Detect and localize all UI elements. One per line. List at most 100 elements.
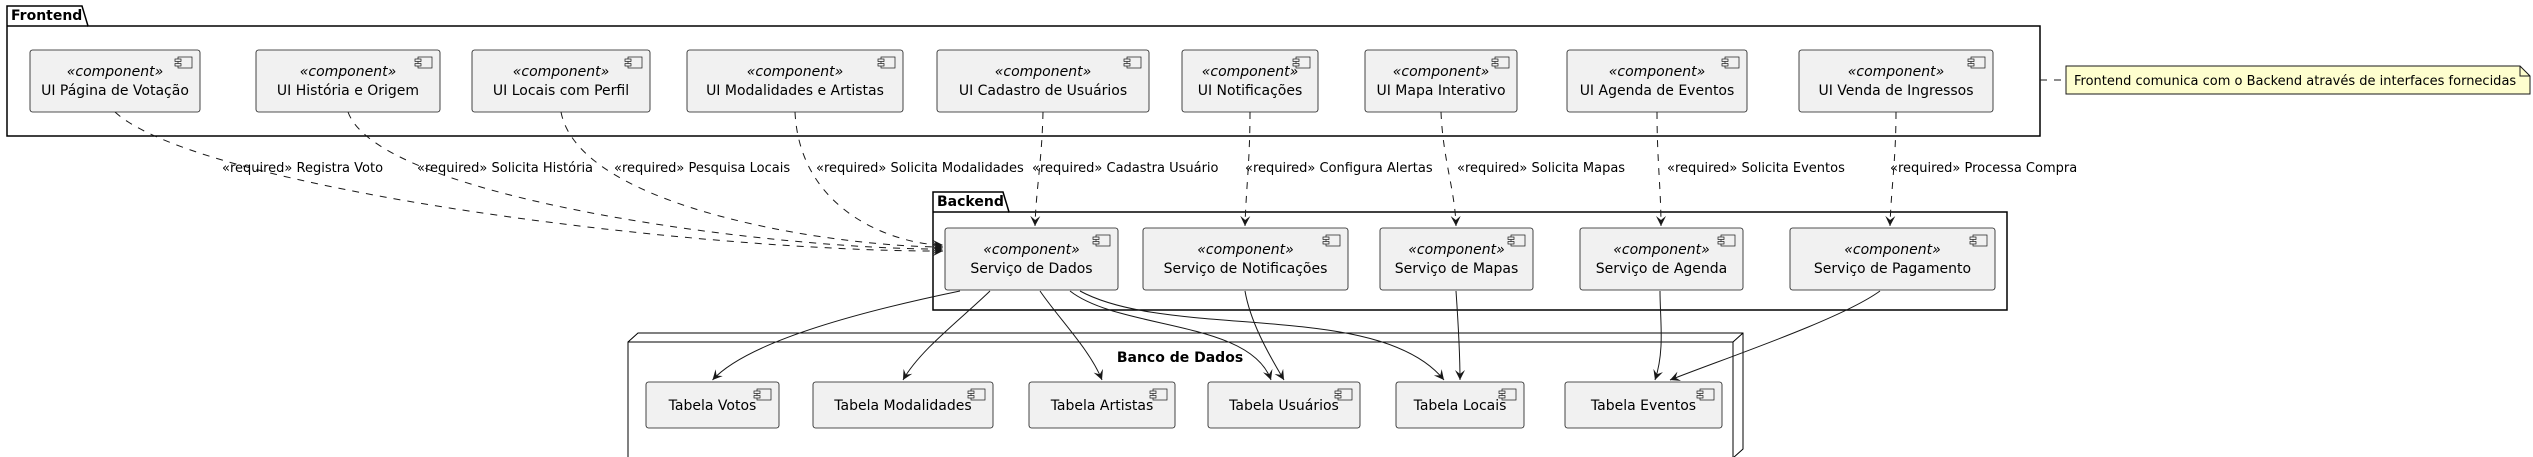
component-stereotype: «component» (1848, 64, 1944, 80)
frontend-component-ui-cadastro[interactable]: «component» UI Cadastro de Usuários (936, 49, 1150, 113)
component-stereotype: «component» (995, 64, 1091, 80)
table-name: Tabela Locais (1413, 398, 1507, 414)
required-edge-label: «required» Solicita Eventos (1667, 161, 1845, 176)
component-name: UI Mapa Interativo (1376, 83, 1505, 99)
component-icon (624, 56, 643, 69)
data-edge (1079, 290, 1445, 381)
data-edge (1039, 290, 1103, 381)
required-edge-label: «required» Solicita História (417, 161, 593, 176)
component-name: UI Agenda de Eventos (1580, 83, 1735, 99)
db-table-t-usuarios[interactable]: Tabela Usuários (1207, 381, 1361, 429)
table-name: Tabela Usuários (1228, 398, 1339, 414)
component-icon (1123, 56, 1142, 69)
component-icon (1498, 388, 1517, 401)
frontend-component-ui-mapa[interactable]: «component» UI Mapa Interativo (1364, 49, 1518, 113)
frontend-component-ui-modalidades[interactable]: «component» UI Modalidades e Artistas (686, 49, 904, 113)
component-name: UI Página de Votação (41, 83, 189, 99)
component-stereotype: «component» (513, 64, 609, 80)
data-edge (712, 290, 961, 381)
component-icon (1717, 234, 1736, 247)
component-stereotype: «component» (1197, 242, 1293, 258)
component-name: UI Modalidades e Artistas (706, 83, 884, 99)
data-edge (1669, 290, 1881, 381)
table-name: Tabela Eventos (1590, 398, 1696, 414)
component-icon (1322, 234, 1341, 247)
database-node-label: Banco de Dados (1117, 350, 1243, 366)
component-icon (753, 388, 772, 401)
data-edge (1653, 290, 1663, 381)
component-name: Serviço de Notificações (1164, 261, 1328, 277)
component-icon (1292, 56, 1311, 69)
frontend-component-ui-ingressos[interactable]: «component» UI Venda de Ingressos (1798, 49, 1994, 113)
component-stereotype: «component» (1609, 64, 1705, 80)
component-stereotype: «component» (1844, 242, 1940, 258)
component-name: Serviço de Dados (970, 261, 1092, 277)
backend-component-svc-pagamento[interactable]: «component» Serviço de Pagamento (1789, 227, 1996, 291)
component-icon (1149, 388, 1168, 401)
backend-component-svc-notif[interactable]: «component» Serviço de Notificações (1142, 227, 1349, 291)
component-icon (1507, 234, 1526, 247)
db-table-t-eventos[interactable]: Tabela Eventos (1564, 381, 1723, 429)
component-name: Serviço de Agenda (1596, 261, 1728, 277)
db-table-t-votos[interactable]: Tabela Votos (645, 381, 780, 429)
required-edge (1885, 111, 1897, 227)
frontend-package-label: Frontend (11, 8, 82, 24)
database-node: Banco de Dados (627, 332, 1744, 457)
component-name: Serviço de Pagamento (1814, 261, 1971, 277)
required-edge-label: «required» Pesquisa Locais (614, 161, 790, 176)
required-edge (1240, 111, 1251, 227)
required-edge-label: «required» Solicita Mapas (1457, 161, 1625, 176)
db-table-t-locais[interactable]: Tabela Locais (1395, 381, 1525, 429)
component-name: UI História e Origem (277, 83, 419, 99)
backend-component-svc-dados[interactable]: «component» Serviço de Dados (944, 227, 1119, 291)
component-icon (174, 56, 193, 69)
table-name: Tabela Modalidades (833, 398, 971, 414)
component-icon (1721, 56, 1740, 69)
frontend-component-ui-agenda[interactable]: «component» UI Agenda de Eventos (1566, 49, 1748, 113)
component-stereotype: «component» (67, 64, 163, 80)
component-stereotype: «component» (1408, 242, 1504, 258)
backend-package-label: Backend (937, 194, 1004, 210)
component-stereotype: «component» (1202, 64, 1298, 80)
component-name: UI Notificações (1198, 83, 1303, 99)
db-table-t-artistas[interactable]: Tabela Artistas (1028, 381, 1176, 429)
component-stereotype: «component» (983, 242, 1079, 258)
required-edge-label: «required» Cadastra Usuário (1032, 161, 1219, 176)
component-stereotype: «component» (300, 64, 396, 80)
component-name: UI Venda de Ingressos (1818, 83, 1973, 99)
table-name: Tabela Artistas (1050, 398, 1154, 414)
required-edge (1440, 111, 1461, 227)
required-edge-label: «required» Solicita Modalidades (816, 161, 1024, 176)
frontend-component-ui-locais[interactable]: «component» UI Locais com Perfil (471, 49, 651, 113)
component-icon (1092, 234, 1111, 247)
frontend-component-ui-votacao[interactable]: «component» UI Página de Votação (29, 49, 201, 113)
required-edge (1030, 111, 1044, 227)
required-edge-label: «required» Processa Compra (1890, 161, 2077, 176)
component-name: UI Cadastro de Usuários (959, 83, 1127, 99)
backend-component-svc-agenda[interactable]: «component»Serviço de Agenda (1579, 227, 1744, 291)
backend-component-svc-mapas[interactable]: «component» Serviço de Mapas (1379, 227, 1534, 291)
required-edge-label: «required» Registra Voto (222, 161, 383, 176)
component-icon (877, 56, 896, 69)
component-icon (1969, 234, 1988, 247)
component-icon (1696, 388, 1715, 401)
data-edge (902, 290, 991, 381)
required-edge-label: «required» Configura Alertas (1245, 161, 1433, 176)
note-text: Frontend comunica com o Backend através … (2074, 74, 2516, 89)
db-table-t-modalidades[interactable]: Tabela Modalidades (812, 381, 994, 429)
component-stereotype: «component» (1393, 64, 1489, 80)
table-name: Tabela Votos (668, 398, 757, 414)
component-stereotype: «component» (747, 64, 843, 80)
component-icon (414, 56, 433, 69)
data-edge (1244, 290, 1285, 381)
required-edge (560, 111, 944, 252)
component-name: Serviço de Mapas (1395, 261, 1519, 277)
component-icon (1334, 388, 1353, 401)
required-edge (794, 111, 944, 250)
required-edge (1655, 111, 1666, 227)
frontend-component-ui-historia[interactable]: «component» UI História e Origem (255, 49, 441, 113)
component-name: UI Locais com Perfil (493, 83, 629, 99)
note: Frontend comunica com o Backend através … (2040, 65, 2531, 95)
frontend-component-ui-notificacoes[interactable]: «component» UI Notificações (1181, 49, 1319, 113)
